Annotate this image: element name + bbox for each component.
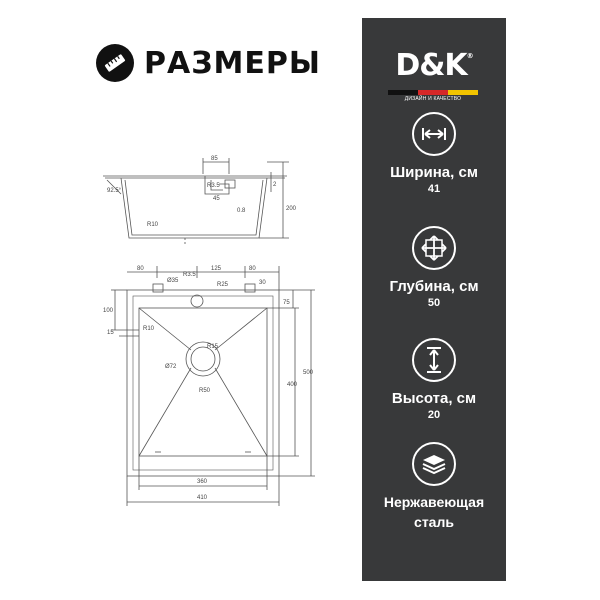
brand-tagline: ДИЗАЙН И КАЧЕСТВО xyxy=(404,96,462,102)
dim-label: 30 xyxy=(259,280,266,286)
dim-label: R50 xyxy=(199,388,211,394)
feature-value: 50 xyxy=(427,297,441,309)
dim-label: 100 xyxy=(103,308,114,314)
brand-logo: D&K® xyxy=(395,48,473,83)
dim-label: Ø72 xyxy=(165,364,177,370)
feature-label: Высота, см xyxy=(391,390,477,407)
feature-label: Ширина, см xyxy=(390,164,478,181)
side-section-view xyxy=(103,158,289,244)
dim-label: 92.5° xyxy=(107,188,122,194)
dim-label: 200 xyxy=(286,206,297,212)
dim-label: 360 xyxy=(197,479,208,485)
dim-label: 75 xyxy=(283,300,290,306)
feature-height: Высота, см 20 xyxy=(362,338,506,421)
feature-width: Ширина, см 41 xyxy=(362,112,506,195)
feature-value: 20 xyxy=(427,409,441,421)
dim-label: 80 xyxy=(249,266,256,272)
dim-label: R10 xyxy=(143,326,155,332)
depth-arrows-icon xyxy=(412,226,456,270)
dim-label: 400 xyxy=(287,382,298,388)
section-header: РАЗМЕРЫ xyxy=(96,44,321,82)
dim-label: Ø35 xyxy=(167,278,179,284)
feature-depth: Глубина, см 50 xyxy=(362,226,506,309)
ruler-badge-icon xyxy=(96,44,134,82)
dim-label: 500 xyxy=(303,370,314,376)
height-arrows-icon xyxy=(412,338,456,382)
dim-label: 410 xyxy=(197,495,208,501)
dim-label: 80 xyxy=(137,266,144,272)
dim-label: 15 xyxy=(107,330,114,336)
stacked-layers-icon xyxy=(412,442,456,486)
feature-label: Нержавеющая сталь xyxy=(383,494,485,530)
top-plan-view xyxy=(111,266,315,506)
dim-label: 2 xyxy=(273,182,277,188)
dim-label: R25 xyxy=(217,282,229,288)
sink-technical-drawing: 85 R3.5 2 200 R10 0.8 92.5° 45 80 125 80… xyxy=(103,156,315,506)
dim-label: 125 xyxy=(211,266,222,272)
specs-panel: D&K® ДИЗАЙН И КАЧЕСТВО Ширина, см 41 Глу… xyxy=(362,18,506,581)
dim-label: 45 xyxy=(213,196,220,202)
dim-label: R3.5 xyxy=(207,183,220,189)
brand-stripe xyxy=(388,90,478,95)
dim-label: 85 xyxy=(211,156,218,162)
width-arrows-icon xyxy=(412,112,456,156)
dim-label: R15 xyxy=(207,344,219,350)
dim-label: 0.8 xyxy=(237,208,246,214)
feature-value: 41 xyxy=(427,183,441,195)
dim-label: R10 xyxy=(147,222,159,228)
feature-label: Глубина, см xyxy=(389,278,479,295)
dim-label: R3.5 xyxy=(183,272,196,278)
page-title: РАЗМЕРЫ xyxy=(144,45,321,81)
feature-material: Нержавеющая сталь xyxy=(362,442,506,532)
